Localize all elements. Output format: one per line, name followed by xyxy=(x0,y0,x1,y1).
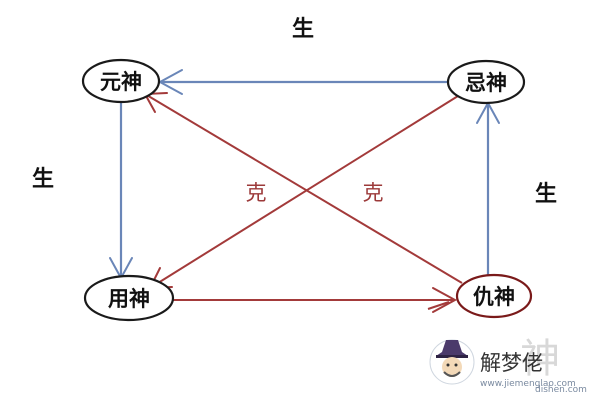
node-yuanshen-label: 元神 xyxy=(100,70,142,94)
label-sheng-top: 生 xyxy=(292,17,314,42)
node-jishen-label: 忌神 xyxy=(465,71,507,95)
edge-yongshen-to-choushen xyxy=(172,287,458,313)
node-yongshen: 用神 xyxy=(83,274,175,322)
hat-icon xyxy=(436,340,468,356)
watermark-site-name: 解梦佬 xyxy=(480,351,543,375)
label-ke-left: 克 xyxy=(246,181,267,205)
node-choushen-label: 仇神 xyxy=(473,285,515,309)
label-sheng-left: 生 xyxy=(32,167,54,192)
label-sheng-right: 生 xyxy=(535,182,557,207)
watermark-ghost-url: dishen.com xyxy=(535,385,587,395)
edge-choushen-to-yuanshen xyxy=(143,92,463,284)
node-choushen: 仇神 xyxy=(455,273,533,319)
watermark-site-url: www.jiemenglao.com xyxy=(480,379,576,389)
watermark-logo xyxy=(429,339,475,385)
edge-choushen-to-jishen xyxy=(476,100,500,275)
edge-yuanshen-to-yongshen xyxy=(109,102,133,281)
edge-jishen-to-yuanshen xyxy=(157,69,447,95)
node-yongshen-label: 用神 xyxy=(108,287,150,311)
watermark-ghost-text: 神 xyxy=(520,336,560,382)
label-ke-right: 克 xyxy=(363,181,384,205)
node-yuanshen: 元神 xyxy=(81,58,161,104)
node-jishen: 忌神 xyxy=(446,59,526,105)
